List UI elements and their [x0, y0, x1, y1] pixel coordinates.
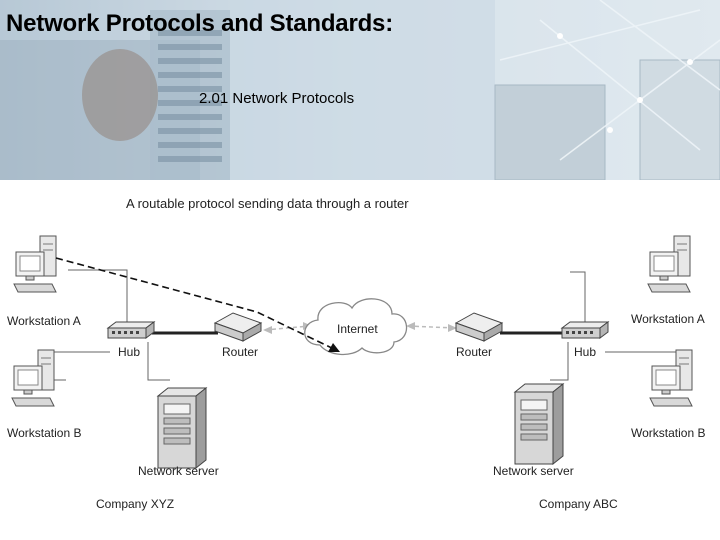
left-workstation-b-label: Workstation B — [7, 426, 81, 440]
right-workstation-b-label: Workstation B — [631, 426, 705, 440]
network-diagram: A routable protocol sending data through… — [7, 196, 705, 511]
right-server-label: Network server — [493, 464, 574, 478]
right-router-label: Router — [456, 345, 492, 359]
slide-subtitle: 2.01 Network Protocols — [199, 90, 355, 107]
left-server-label: Network server — [138, 464, 219, 478]
left-router-label: Router — [222, 345, 258, 359]
right-hub-label: Hub — [574, 345, 596, 359]
left-company-label: Company XYZ — [96, 497, 174, 511]
data-path-arrowhead — [328, 343, 340, 352]
left-hub-icon — [107, 321, 155, 339]
right-workstation-a-icon — [647, 235, 691, 293]
header-banner: Network Protocols and Standards: 2.01 Ne… — [0, 0, 720, 180]
right-workstation-a-label: Workstation A — [631, 312, 705, 326]
right-router-icon — [455, 312, 503, 342]
internet-links — [264, 325, 456, 331]
right-workstation-b-icon — [649, 349, 693, 407]
internet-cloud-icon — [304, 298, 408, 356]
left-workstation-b-icon — [11, 349, 55, 407]
diagram-caption: A routable protocol sending data through… — [126, 196, 409, 211]
left-workstation-a-label: Workstation A — [7, 314, 81, 328]
header-photo — [0, 0, 720, 180]
right-company-label: Company ABC — [539, 497, 618, 511]
right-server-icon — [514, 383, 564, 465]
left-server-icon — [157, 387, 207, 469]
right-hub-icon — [561, 321, 609, 339]
internet-label: Internet — [337, 322, 378, 336]
left-hub-label: Hub — [118, 345, 140, 359]
left-router-icon — [214, 312, 262, 342]
slide-title: Network Protocols and Standards: — [6, 10, 393, 37]
left-workstation-a-icon — [13, 235, 57, 293]
data-path-arrow — [55, 257, 337, 351]
